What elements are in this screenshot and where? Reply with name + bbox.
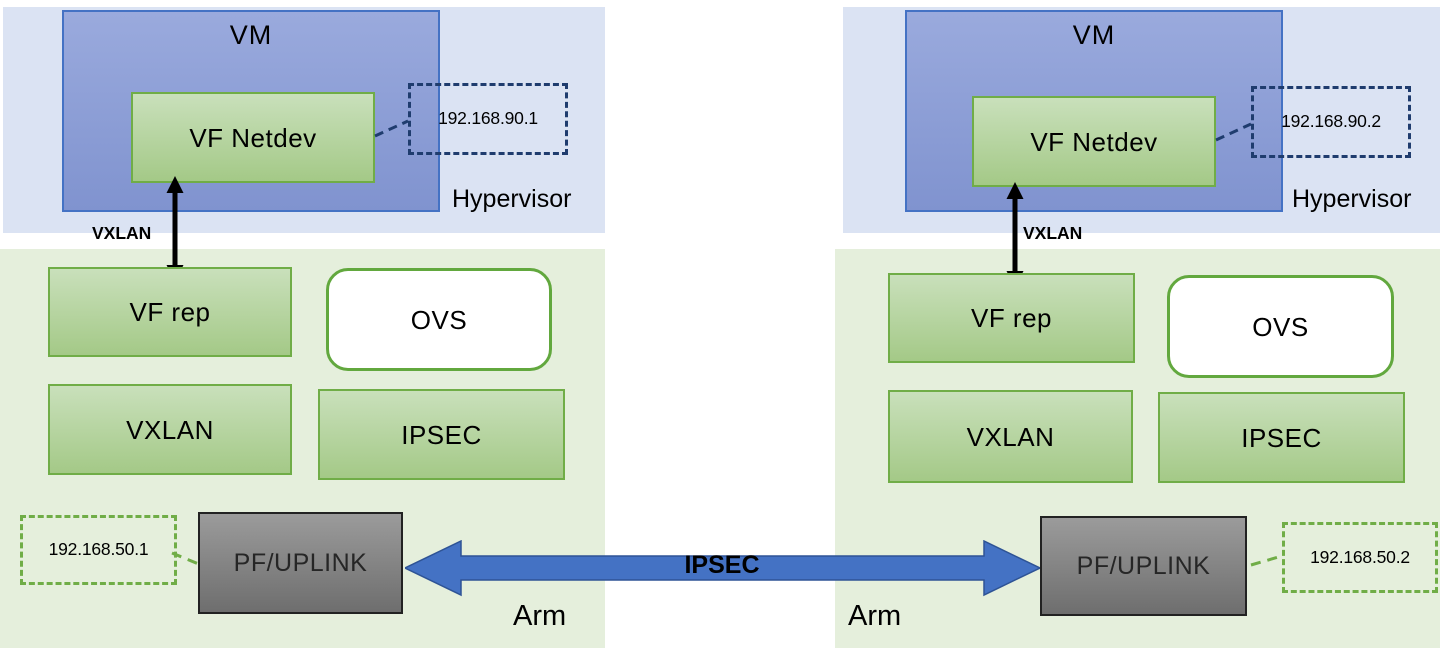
arm-label-right: Arm xyxy=(848,600,902,632)
vm-label-right: VM xyxy=(1072,20,1116,50)
vf-netdev-label-left: VF Netdev xyxy=(189,122,317,153)
ovs-box-right: OVS xyxy=(1167,275,1394,378)
vxlan-label-right: VXLAN xyxy=(966,421,1055,452)
ipsec-tunnel-arrow xyxy=(405,540,1040,597)
vxlan-box-left: VXLAN xyxy=(48,384,292,475)
vm-ip-box-left: 192.168.90.1 xyxy=(408,83,568,155)
vm-ip-connector-left xyxy=(374,119,409,138)
hypervisor-label-right: Hypervisor xyxy=(1292,185,1412,213)
ovs-box-left: OVS xyxy=(326,268,552,371)
vf-netdev-label-right: VF Netdev xyxy=(1030,126,1158,157)
vm-ip-box-right: 192.168.90.2 xyxy=(1251,86,1411,158)
vm-ip-label-right: 192.168.90.2 xyxy=(1281,111,1381,132)
pf-uplink-box-right: PF/UPLINK xyxy=(1040,516,1247,616)
uplink-ip-connector-left xyxy=(171,551,202,567)
ipsec-box-left: IPSEC xyxy=(318,389,565,480)
ipsec-label-left: IPSEC xyxy=(401,419,482,450)
uplink-ip-label-left: 192.168.50.1 xyxy=(48,539,149,560)
pf-uplink-box-left: PF/UPLINK xyxy=(198,512,403,614)
vxlan-link-label-left: VXLAN xyxy=(92,223,152,243)
uplink-ip-box-left: 192.168.50.1 xyxy=(20,515,177,585)
vf-netdev-box-right: VF Netdev xyxy=(972,96,1216,187)
vf-rep-box-right: VF rep xyxy=(888,273,1135,363)
vm-ip-connector-right xyxy=(1215,122,1252,142)
pf-uplink-label-right: PF/UPLINK xyxy=(1076,551,1211,580)
vf-rep-label-left: VF rep xyxy=(129,297,211,327)
ovs-label-left: OVS xyxy=(410,304,468,335)
arm-label-left: Arm xyxy=(513,600,567,632)
uplink-ip-box-right: 192.168.50.2 xyxy=(1282,522,1438,593)
vm-label-left: VM xyxy=(229,20,273,50)
vf-netdev-box-left: VF Netdev xyxy=(131,92,375,183)
vxlan-box-right: VXLAN xyxy=(888,390,1133,483)
ovs-label-right: OVS xyxy=(1252,311,1309,342)
vxlan-label-left: VXLAN xyxy=(126,414,214,445)
vf-rep-box-left: VF rep xyxy=(48,267,292,357)
ipsec-tunnel-label: IPSEC xyxy=(684,551,760,579)
vf-rep-label-right: VF rep xyxy=(970,303,1053,333)
uplink-ip-connector-right xyxy=(1250,554,1283,567)
pf-uplink-label-left: PF/UPLINK xyxy=(233,548,368,577)
ipsec-label-right: IPSEC xyxy=(1241,422,1322,453)
vm-ip-label-left: 192.168.90.1 xyxy=(438,108,538,129)
hypervisor-label-left: Hypervisor xyxy=(452,185,572,213)
vxlan-link-label-right: VXLAN xyxy=(1023,223,1083,243)
ipsec-box-right: IPSEC xyxy=(1158,392,1405,483)
uplink-ip-label-right: 192.168.50.2 xyxy=(1310,546,1410,567)
